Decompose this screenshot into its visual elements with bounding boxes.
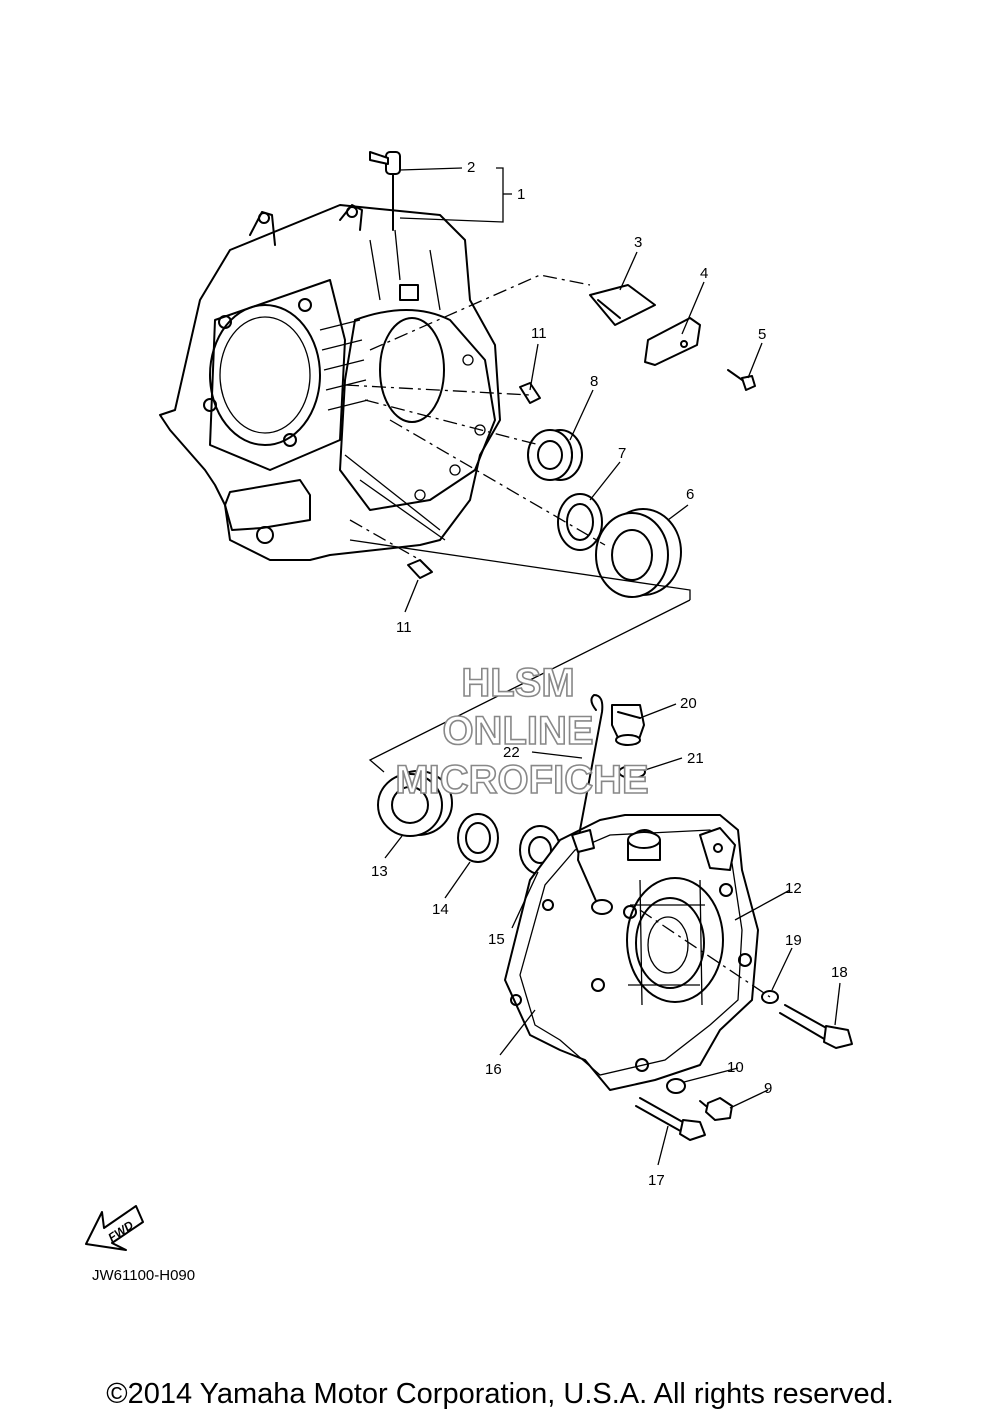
watermark: HLSM ONLINE MICROFICHE	[395, 660, 650, 803]
callout-15: 15	[488, 931, 505, 948]
washer-10	[666, 1078, 686, 1094]
assembly-line-lower	[368, 599, 691, 773]
bearing-8	[527, 429, 583, 481]
bolt-17	[635, 1097, 706, 1141]
callout-13: 13	[371, 863, 388, 880]
o-ring-21	[618, 765, 646, 779]
callout-11-lower: 11	[396, 619, 412, 636]
callout-19: 19	[785, 932, 802, 949]
leader-lines	[384, 167, 841, 1166]
watermark-line-3: MICROFICHE	[395, 758, 648, 802]
fwd-arrow-icon: FWD	[85, 1205, 144, 1251]
callout-3: 3	[634, 234, 642, 251]
centerline-dowel	[344, 384, 531, 396]
bracket-4	[644, 317, 701, 366]
callout-numbers: 1 2 3 4 5 11 8 7 6 11 20 22 21 13 12 14 …	[371, 159, 848, 1189]
centerline-upper	[369, 274, 591, 351]
centerline-lower	[349, 519, 421, 561]
bearing-13	[377, 770, 453, 837]
bearing-6	[595, 508, 682, 598]
callout-12: 12	[785, 880, 802, 897]
callout-20: 20	[680, 695, 697, 712]
callout-10: 10	[727, 1059, 744, 1076]
left-crankcase	[159, 204, 501, 561]
callout-14: 14	[432, 901, 449, 918]
callout-2: 2	[467, 159, 475, 176]
callout-5: 5	[758, 326, 766, 343]
callout-16: 16	[485, 1061, 502, 1078]
right-crankcase	[504, 814, 759, 1091]
centerline-shaft	[364, 399, 541, 446]
watermark-line-1: HLSM	[461, 661, 574, 705]
callout-1: 1	[517, 186, 525, 203]
callout-7: 7	[618, 445, 626, 462]
dowel-pin-11-lower	[407, 559, 433, 579]
oil-seal-14	[457, 813, 499, 863]
oil-seal-7	[557, 493, 603, 551]
plate-3	[589, 284, 656, 326]
dowel-pin-11-upper	[519, 382, 541, 404]
callout-8: 8	[590, 373, 598, 390]
watermark-line-2: ONLINE	[442, 709, 593, 753]
callout-22: 22	[503, 744, 520, 761]
dipstick-22	[571, 694, 613, 915]
callout-17: 17	[648, 1172, 665, 1189]
callout-4: 4	[700, 265, 708, 282]
bolt-9	[699, 1097, 733, 1121]
callout-6: 6	[686, 486, 694, 503]
bolt-5	[727, 369, 756, 391]
callout-11-upper: 11	[531, 325, 547, 342]
diagram-code: JW61100-H090	[92, 1267, 196, 1284]
copyright-notice: ©2014 Yamaha Motor Corporation, U.S.A. A…	[106, 1378, 894, 1410]
filler-plug-20	[611, 704, 645, 746]
assembly-line-upper	[349, 539, 691, 600]
callout-21: 21	[687, 750, 704, 767]
callout-18: 18	[831, 964, 848, 981]
callout-9: 9	[764, 1080, 772, 1097]
bolt-18	[779, 1004, 853, 1049]
pipe-fitting-2	[369, 151, 401, 231]
